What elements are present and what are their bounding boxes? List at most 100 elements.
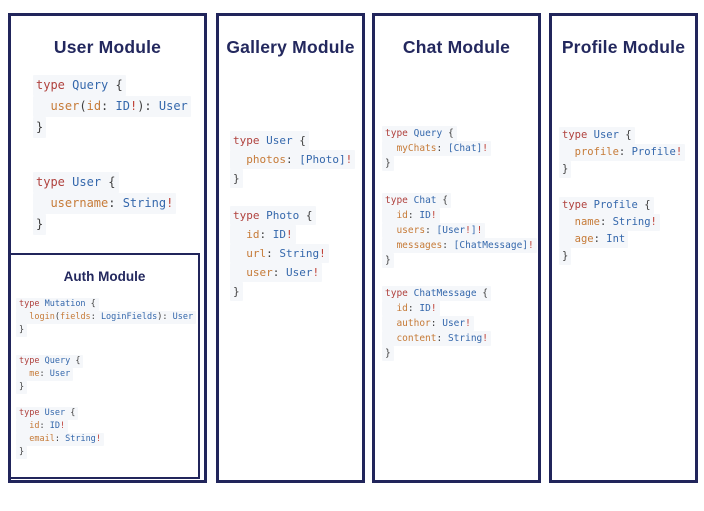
code-block-profile-user: type User { profile: Profile!} <box>559 127 686 178</box>
code-token: type <box>562 199 588 211</box>
code-token: id <box>396 303 408 314</box>
code-token: User <box>49 369 71 379</box>
code-token: age <box>574 233 594 245</box>
code-line: users: [User!]! <box>382 223 486 238</box>
code-token: { <box>108 78 123 92</box>
code-line: } <box>33 214 47 235</box>
code-token: } <box>385 255 391 266</box>
code-token: { <box>476 288 488 299</box>
code-token: profile <box>574 146 619 158</box>
code-token <box>19 434 29 444</box>
code-token: ! <box>650 216 657 228</box>
code-line: type User { <box>33 172 119 193</box>
code-token: type <box>385 128 408 139</box>
code-token: ! <box>95 434 101 444</box>
code-token: id <box>396 210 408 221</box>
code-token: ! <box>465 225 471 236</box>
code-token: ID <box>419 210 431 221</box>
code-token: Query <box>72 78 109 92</box>
code-token: user <box>246 266 273 279</box>
code-token: : <box>599 216 613 228</box>
code-token: : <box>407 303 420 314</box>
code-token: ! <box>476 225 483 236</box>
code-token <box>385 143 396 154</box>
code-token: { <box>65 408 76 418</box>
code-token: login <box>29 312 55 322</box>
code-line: } <box>382 253 394 268</box>
code-block-chat-chatmessage: type ChatMessage { id: ID! author: User!… <box>382 286 492 361</box>
code-token: } <box>233 172 240 185</box>
panel-title-chat-module: Chat Module <box>402 37 511 57</box>
code-token: : <box>90 312 101 322</box>
code-line: name: String! <box>559 214 660 231</box>
code-token <box>19 369 29 379</box>
code-token: ): <box>137 99 159 113</box>
code-token: ! <box>528 240 534 251</box>
code-token: : <box>442 240 454 251</box>
code-token: User <box>172 312 194 322</box>
code-token: ] <box>470 225 477 236</box>
code-token: String <box>279 247 320 260</box>
code-token: messages <box>396 240 443 251</box>
code-line: type Query { <box>16 355 84 368</box>
code-token: : <box>430 318 443 329</box>
code-token <box>233 153 246 166</box>
code-token: { <box>70 356 81 366</box>
code-token: Photo <box>266 209 300 222</box>
code-token: { <box>292 134 306 147</box>
code-token <box>562 216 575 228</box>
code-token: ChatMessage <box>413 288 477 299</box>
code-line: id: ID! <box>382 301 440 316</box>
code-token: } <box>385 348 391 359</box>
code-token: type <box>19 356 40 366</box>
code-token: ! <box>482 333 489 344</box>
code-line: id: ID! <box>16 420 69 433</box>
code-line: type User { <box>230 131 309 150</box>
code-block-auth-user: type User { id: ID! email: String!} <box>16 407 104 459</box>
code-line: type Chat { <box>382 193 451 208</box>
panel-user-module: User Module type Query { user(id: ID!): … <box>8 13 207 483</box>
code-line: content: String! <box>382 331 492 346</box>
code-line: age: Int <box>559 231 629 248</box>
code-token: type <box>19 299 40 309</box>
code-token <box>562 233 575 245</box>
code-token <box>385 240 396 251</box>
code-token: String <box>65 434 96 444</box>
code-token: : <box>108 196 123 210</box>
code-token: ! <box>60 421 66 431</box>
code-token: } <box>562 250 569 262</box>
code-token: photos <box>246 153 286 166</box>
code-token: ! <box>312 266 320 279</box>
code-token: } <box>19 325 25 335</box>
code-token: [ChatMessage] <box>453 240 529 251</box>
code-block-gallery-user: type User { photos: [Photo]!} <box>230 131 356 188</box>
code-token: LoginFields <box>100 312 158 322</box>
code-token: } <box>385 158 391 169</box>
code-token: Mutation <box>44 299 86 309</box>
code-line: email: String! <box>16 433 104 446</box>
code-line: } <box>559 248 572 265</box>
code-line: author: User! <box>382 316 474 331</box>
code-token: Query <box>44 356 71 366</box>
code-token: ID <box>115 99 130 113</box>
code-token: : <box>266 247 280 260</box>
code-token: type <box>36 78 65 92</box>
code-token: { <box>637 199 651 211</box>
code-token: ID <box>419 303 431 314</box>
code-line: } <box>382 156 394 171</box>
code-token: ! <box>430 210 437 221</box>
code-line: type Query { <box>382 126 457 141</box>
code-token: ! <box>129 99 138 113</box>
code-token: : <box>272 266 286 279</box>
code-token: url <box>246 247 267 260</box>
code-token: } <box>562 163 569 175</box>
code-token: { <box>618 129 632 141</box>
code-token: users <box>396 225 426 236</box>
code-token <box>562 146 575 158</box>
code-line: type User { <box>16 407 79 420</box>
code-token: type <box>36 175 65 189</box>
code-token: : <box>39 421 50 431</box>
code-token <box>233 228 246 241</box>
code-token: id <box>86 99 102 113</box>
panel-profile-module: Profile Module type User { profile: Prof… <box>549 13 698 483</box>
